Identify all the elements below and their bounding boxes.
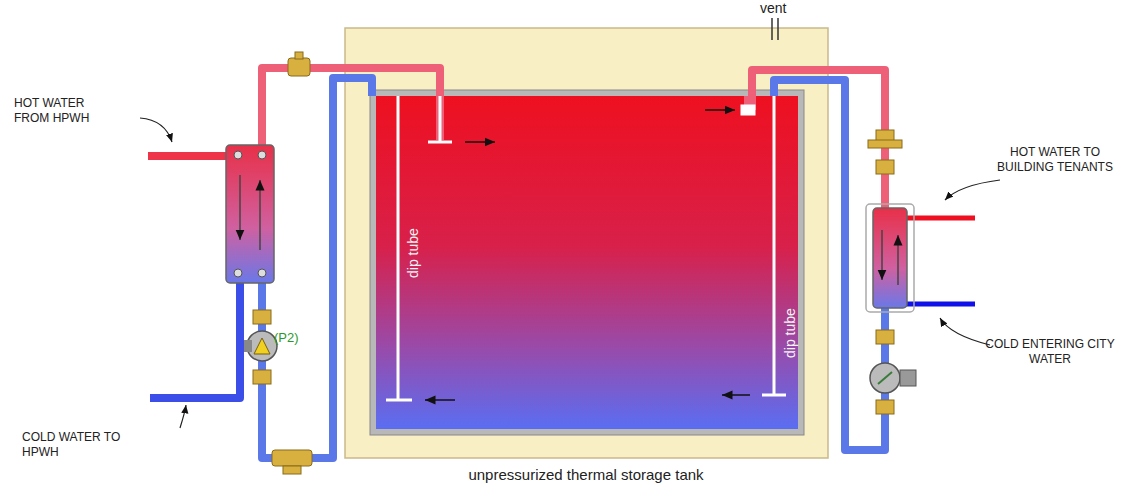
dip-tube-label: dip tube (405, 228, 421, 278)
callout-text: HOT WATER TO BUILDING TENANTS (995, 145, 1115, 175)
vent-label: vent (760, 0, 800, 17)
callout-text: COLD ENTERING CITY WATER (985, 337, 1115, 367)
callout-text: COLD WATER TO HPWH (22, 430, 122, 460)
pump-tag: (P2) (274, 330, 314, 345)
callout-text: HOT WATER FROM HPWH (14, 96, 114, 126)
tank-caption: unpressurized thermal storage tank (468, 466, 703, 483)
storage-tank: dip tubedip tubeunpressurized thermal st… (345, 28, 828, 458)
dip-tube-label: dip tube (782, 308, 798, 358)
